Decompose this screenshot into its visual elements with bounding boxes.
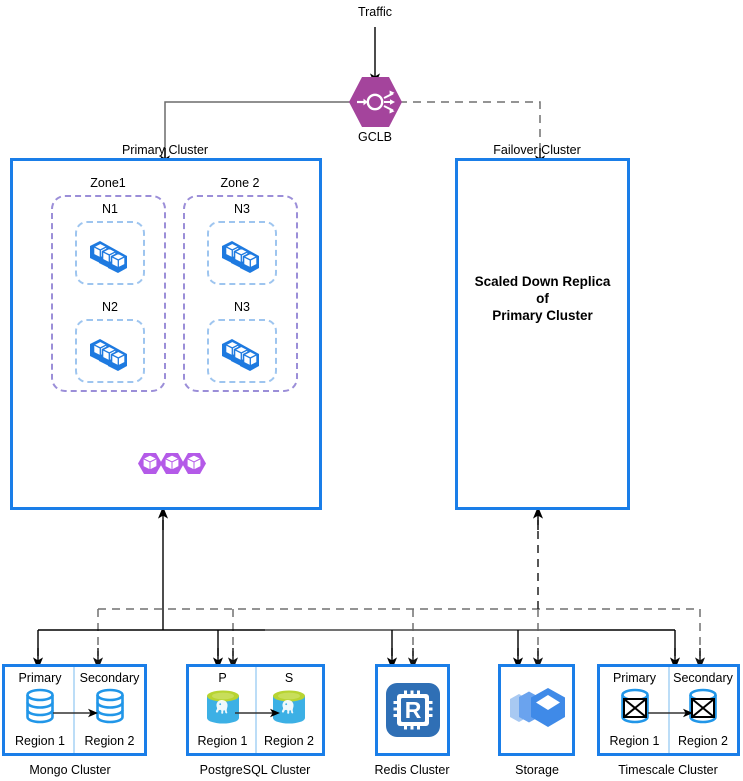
timescale-secondary-role: Secondary [673, 671, 733, 685]
zone2-label: Zone 2 [220, 176, 260, 190]
mongo-cluster-box[interactable]: Primary Region 1 Secondary [2, 664, 147, 756]
node-n1-label: N1 [102, 202, 118, 216]
timescale-database-icon [620, 688, 649, 724]
kubernetes-pods-icon [138, 453, 206, 474]
load-balancer-icon [349, 77, 402, 127]
node-n3-a [207, 221, 277, 285]
timescale-cluster-box[interactable]: Primary Region 1 Secondary [597, 664, 740, 756]
postgres-secondary-role: S [284, 671, 294, 685]
postgres-secondary-region: Region 2 [263, 734, 315, 748]
postgres-primary-cell: P Region 1 [189, 667, 256, 753]
solid-bus [32, 506, 681, 670]
postgresql-cluster-box[interactable]: P Region 1 S [186, 664, 325, 756]
redis-cluster-box[interactable]: R [375, 664, 450, 756]
zone-1: N1 [51, 195, 166, 392]
failover-text-line1: Scaled Down Replica [474, 274, 611, 289]
kubernetes-node-icon [90, 241, 127, 273]
gclb-node[interactable] [348, 76, 403, 128]
mongo-secondary-role: Secondary [79, 671, 140, 685]
mongo-cluster-caption: Mongo Cluster [29, 763, 111, 777]
postgres-secondary-cell: S Region 2 [256, 667, 322, 753]
primary-cluster-box[interactable]: Zone1 N1 [10, 158, 322, 510]
failover-text-line3: Primary Cluster [492, 308, 593, 323]
node-n2 [75, 319, 145, 383]
primary-cluster-label: Primary Cluster [121, 143, 209, 157]
mongo-primary-region: Region 1 [14, 734, 66, 748]
divider [73, 667, 75, 753]
redis-letter: R [404, 697, 421, 723]
mongo-primary-role: Primary [18, 671, 62, 685]
timescale-primary-region: Region 1 [609, 734, 660, 748]
divider [668, 667, 670, 753]
node-n3a-label: N3 [234, 202, 250, 216]
node-n3b-label: N3 [234, 300, 250, 314]
failover-cluster-label: Failover Cluster [493, 143, 581, 157]
postgres-primary-role: P [218, 671, 227, 685]
dashed-bus [92, 506, 706, 670]
redis-chip-icon: R [385, 683, 440, 737]
storage-box[interactable] [498, 664, 575, 756]
zone1-label: Zone1 [90, 176, 126, 190]
node-n3-b [207, 319, 277, 383]
timescale-primary-role: Primary [612, 671, 657, 685]
mongo-secondary-region: Region 2 [84, 734, 135, 748]
failover-cluster-box[interactable]: Scaled Down Replica of Primary Cluster [455, 158, 630, 510]
kubernetes-node-icon [222, 241, 259, 273]
timescale-secondary-region: Region 2 [677, 734, 729, 748]
node-n2-label: N2 [102, 300, 118, 314]
traffic-label: Traffic [357, 5, 393, 19]
redis-cluster-caption: Redis Cluster [374, 763, 450, 777]
postgresql-cluster-caption: PostgreSQL Cluster [199, 763, 311, 777]
timescale-database-icon [689, 688, 717, 724]
zone-2: N3 [183, 195, 298, 392]
kubernetes-node-icon [222, 339, 259, 371]
node-n1 [75, 221, 145, 285]
mongo-replication-arrow [53, 708, 98, 718]
timescale-primary-cell: Primary Region 1 [600, 667, 669, 753]
kubernetes-node-icon [90, 339, 127, 371]
timescale-secondary-cell: Secondary Region 2 [669, 667, 737, 753]
postgres-primary-region: Region 1 [197, 734, 248, 748]
database-cylinder-icon [26, 688, 54, 724]
mongo-secondary-cell: Secondary Region 2 [75, 667, 144, 753]
storage-caption: Storage [515, 763, 559, 777]
mongo-primary-cell: Primary Region 1 [5, 667, 75, 753]
gclb-label: GCLB [357, 130, 393, 144]
postgresql-elephant-icon [206, 690, 239, 724]
postgresql-elephant-icon [273, 690, 305, 724]
storage-boxes-icon [509, 688, 565, 727]
postgres-replication-arrow [235, 708, 280, 718]
failover-text-line2: of [536, 291, 549, 306]
timescale-cluster-caption: Timescale Cluster [618, 763, 718, 777]
database-cylinder-icon [95, 688, 124, 724]
timescale-replication-arrow [648, 708, 693, 718]
divider [255, 667, 257, 753]
